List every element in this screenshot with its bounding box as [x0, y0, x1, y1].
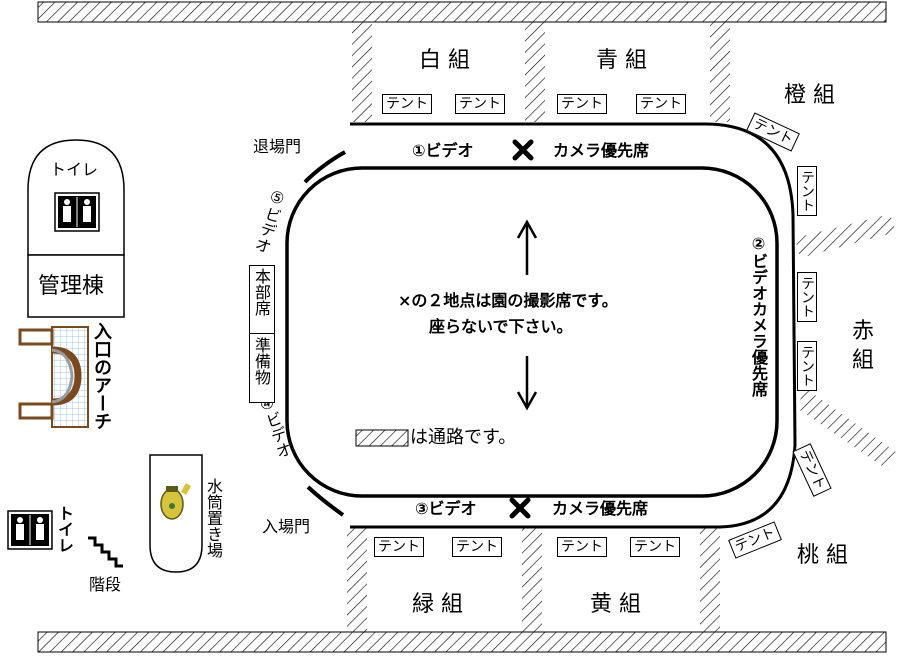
aisle-strip [700, 527, 720, 632]
aisle-band [797, 388, 896, 470]
toilet-label: トイレ [50, 160, 99, 179]
hq-box [249, 265, 275, 337]
tent: テント [374, 537, 424, 557]
water-bottle-icon [160, 483, 192, 520]
toilet-icon-2 [7, 510, 53, 550]
tent: テント [636, 94, 686, 114]
bottom-aisle [37, 631, 887, 653]
group-peach: 桃 組 [797, 543, 848, 568]
supplies-label: 準備物 [252, 337, 271, 385]
group-green: 緑 組 [412, 592, 463, 617]
aisle-strip [522, 527, 542, 632]
tent: テント [557, 94, 607, 114]
supplies-box [249, 333, 275, 403]
exit-gate-mark [303, 150, 346, 184]
seating-boundary [350, 122, 797, 529]
camera-x-icon [512, 139, 534, 161]
group-white: 白 組 [419, 48, 470, 73]
entrance-gate-label: 入場門 [262, 517, 311, 536]
group-red: 赤 組 [852, 319, 875, 373]
entrance-arch [18, 326, 89, 428]
camera-seat-bottom: カメラ優先席 [552, 499, 649, 518]
water-bottle-label: 水筒置き場 [204, 478, 223, 558]
aisle-band [795, 214, 896, 258]
toilet-icon [54, 192, 100, 232]
admin-building-label: 管理棟 [38, 274, 105, 299]
aisle-strip [352, 22, 372, 122]
tent: テント [382, 94, 432, 114]
aisle-strip [347, 527, 367, 632]
exit-gate-label: 退場門 [253, 137, 302, 156]
tent: テント [797, 166, 817, 216]
stairs-icon [88, 536, 123, 568]
toilet-label-2: トイレ [55, 505, 74, 553]
aisle-strip [525, 22, 545, 122]
stairs-label: 階段 [89, 575, 122, 594]
camera-x-icon [509, 497, 531, 519]
note-line-1: ×の２地点は園の撮影席です。 [398, 291, 618, 310]
track [285, 166, 779, 498]
top-aisle [37, 1, 887, 23]
group-orange: 橙 組 [784, 83, 835, 108]
tent: テント [557, 537, 607, 557]
video-seat-1: ①ビデオ [412, 141, 474, 160]
hq-label: 本部席 [252, 268, 271, 316]
aisle-legend-swatch [355, 429, 409, 447]
group-yellow: 黄 組 [590, 592, 641, 617]
admin-building [27, 254, 125, 318]
group-blue: 青 組 [596, 48, 647, 73]
tent: テント [797, 272, 817, 322]
aisle-legend-text: は通路です。 [410, 427, 517, 448]
video-seat-3: ③ビデオ [415, 499, 477, 518]
tent: テント [455, 94, 505, 114]
camera-seat-top: カメラ優先席 [553, 141, 650, 160]
note-line-2: 座らないで下さい。 [429, 317, 573, 336]
entrance-arch-label: 入口のアーチ [91, 322, 112, 430]
aisle-strip [710, 22, 730, 122]
tent: テント [630, 537, 680, 557]
tent: テント [452, 537, 502, 557]
tent: テント [797, 341, 817, 391]
video-seat-2: ②ビデオカメラ優先席 [749, 234, 768, 397]
entrance-gate-mark [306, 485, 345, 517]
